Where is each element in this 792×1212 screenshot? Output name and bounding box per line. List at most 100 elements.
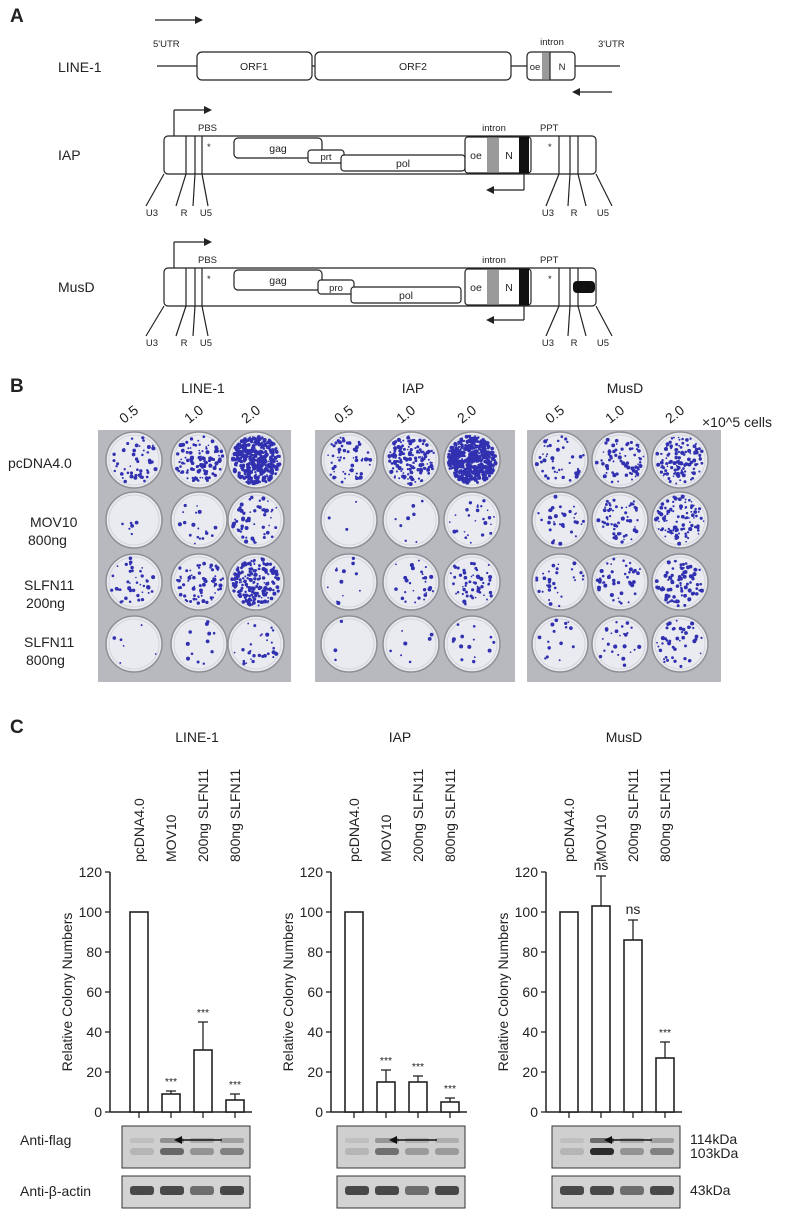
colony-dot [692, 467, 696, 471]
colony-dot [218, 454, 220, 457]
colony-dot [234, 458, 238, 462]
colony-dot [355, 500, 358, 503]
colony-dot [582, 454, 585, 457]
colony-dot [680, 573, 684, 576]
colony-dot [180, 587, 183, 589]
colony-dot [684, 501, 687, 504]
colony-dot [672, 529, 675, 532]
significance-label: *** [165, 1076, 177, 1088]
colony-dot [537, 589, 541, 594]
colony-dot [340, 480, 344, 484]
colony-dot [452, 564, 457, 568]
colony-dot [469, 594, 473, 598]
colony-dot [461, 447, 464, 450]
colony-dot [139, 472, 142, 476]
colony-dot [693, 451, 697, 455]
colony-dot [267, 460, 270, 463]
colony-dot [350, 463, 355, 468]
y-tick-label: 40 [307, 1024, 323, 1040]
colony-dot [637, 444, 640, 446]
colony-dot [397, 466, 402, 471]
colony-dot [402, 439, 405, 442]
colony-dot [637, 446, 640, 448]
colony-dot [130, 565, 134, 570]
colony-dot [619, 591, 624, 596]
colony-dot [208, 463, 212, 467]
culture-dish [320, 615, 378, 673]
colony-dot [689, 437, 692, 440]
colony-dot [455, 464, 460, 468]
significance-label: *** [412, 1061, 424, 1073]
colony-dot [207, 476, 211, 480]
colony-dot [481, 473, 484, 475]
colony-dot [128, 560, 133, 565]
kda-43-label: 43kDa [690, 1182, 731, 1198]
colony-dot [237, 452, 242, 457]
colony-dot [271, 459, 274, 462]
colony-dot [260, 461, 265, 466]
musd-pbs-label: PBS [198, 255, 217, 266]
y-tick-label: 20 [86, 1064, 102, 1080]
colony-dot [545, 455, 548, 458]
colony-dot [274, 526, 278, 530]
colony-dot [254, 470, 257, 474]
colony-dot [668, 600, 671, 603]
iap-r-right: R [571, 208, 578, 219]
colony-dot [576, 472, 580, 476]
colony-dot [204, 531, 209, 535]
colony-dot [215, 449, 219, 453]
colony-dot [535, 576, 539, 580]
culture-dish [443, 615, 501, 673]
colony-dot [398, 477, 401, 480]
colony-dot [254, 455, 257, 458]
colony-dot [558, 541, 563, 546]
culture-dish [591, 553, 649, 611]
colony-dot [270, 516, 272, 519]
colony-dot [430, 449, 433, 453]
colony-dot [457, 440, 461, 445]
colony-dot [674, 559, 677, 563]
colony-dot [611, 650, 614, 653]
colony-dot [456, 590, 460, 594]
colony-dot [398, 449, 402, 453]
colony-dot [201, 599, 206, 604]
colony-dot [395, 459, 399, 463]
colony-dot [561, 512, 564, 515]
colony-dot [275, 576, 281, 581]
colony-dot [237, 593, 241, 597]
colony-dot [676, 465, 681, 470]
colony-dot [423, 593, 428, 597]
colony-dot [469, 454, 472, 457]
colony-dot [257, 653, 262, 658]
colony-dot [342, 470, 345, 473]
colony-dot [129, 521, 133, 525]
colony-dot [232, 469, 237, 474]
colony-dot [550, 456, 555, 461]
colony-dot [189, 437, 194, 441]
colony-dot [272, 646, 275, 650]
colony-dot [680, 494, 685, 499]
colony-dot [473, 478, 476, 481]
colony-dot [354, 448, 358, 453]
colony-dot [193, 594, 196, 597]
colony-dot [615, 524, 619, 528]
colony-dot [181, 583, 186, 587]
colony-dot [400, 654, 403, 657]
colony-dot [178, 566, 182, 570]
colony-dot [695, 582, 700, 587]
colony-dot [408, 457, 413, 462]
colony-dot [342, 457, 346, 460]
colony-dot [133, 475, 138, 480]
flag-band-upper [345, 1138, 369, 1143]
culture-dish [531, 491, 589, 549]
colony-dot [658, 648, 663, 653]
colony-dot [251, 440, 253, 442]
colony-dot [337, 447, 342, 452]
bar [225, 1099, 245, 1113]
colony-dot [663, 660, 666, 664]
colony-dot [256, 582, 259, 586]
colony-dot [566, 440, 569, 444]
colony-dot [614, 448, 618, 452]
colony-dot [393, 476, 396, 479]
